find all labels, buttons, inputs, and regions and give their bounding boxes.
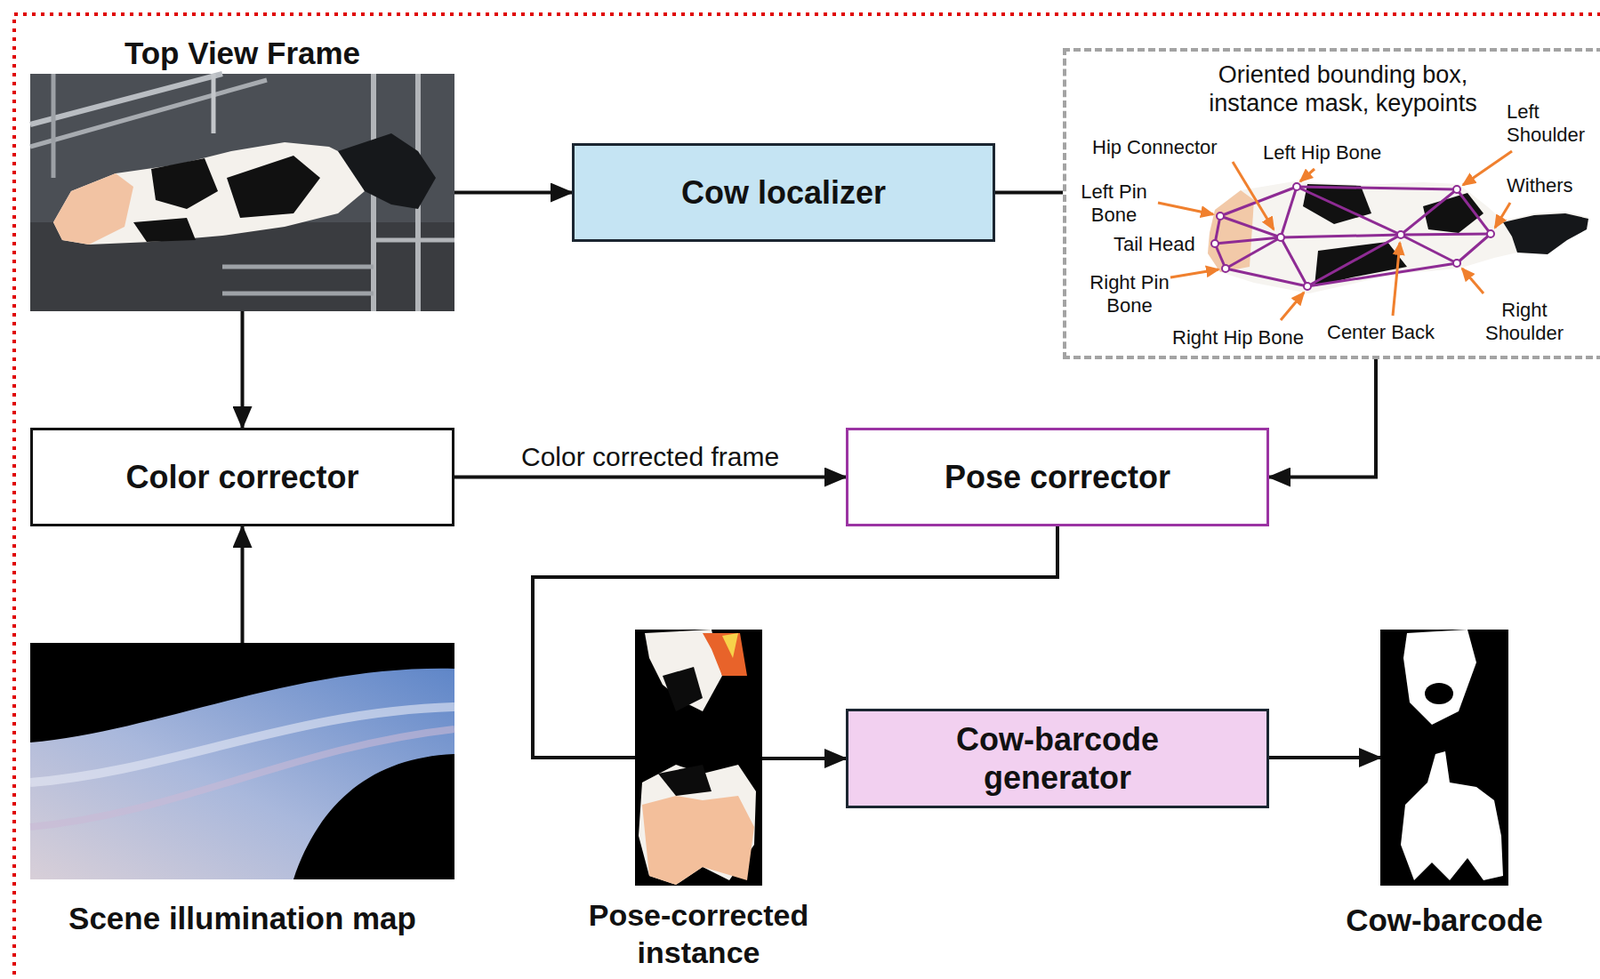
keypoint-label: Left Pin Bone xyxy=(1071,180,1157,227)
process-box: Cow-barcode generator xyxy=(845,708,1270,809)
image-node: Pose-corrected instance xyxy=(635,629,763,886)
connector-arrow xyxy=(1269,755,1381,760)
image-caption: Scene illumination map xyxy=(11,900,475,938)
connector-arrow xyxy=(454,475,846,480)
keypoint-label: Hip Connector xyxy=(1092,136,1244,160)
barcode-image xyxy=(1380,629,1509,886)
connector-arrow xyxy=(995,191,1063,195)
keypoint-label: Left Shoulder xyxy=(1506,100,1596,147)
box-label: Cow localizer xyxy=(681,173,886,212)
process-box: Pose corrector xyxy=(845,427,1270,527)
image-caption: Pose-corrected instance xyxy=(565,896,833,972)
keypoint-label: Left Hip Bone xyxy=(1262,141,1406,165)
edge-label: Color corrected frame xyxy=(521,442,780,473)
image-caption: Cow-barcode xyxy=(1310,901,1578,940)
illumination-map xyxy=(30,643,455,880)
keypoint-label: Right Shoulder xyxy=(1479,298,1569,346)
connector-arrow xyxy=(762,756,846,761)
image-node: Top View Frame xyxy=(30,73,455,312)
pose-corrected-image xyxy=(635,629,763,886)
box-label: Cow-barcode generator xyxy=(915,720,1200,797)
keypoint-label: Withers xyxy=(1506,174,1592,198)
image-node: Cow-barcode xyxy=(1380,629,1509,886)
dotted-frame xyxy=(14,14,1600,979)
top-view-photo xyxy=(30,73,455,312)
box-label: Color corrector xyxy=(125,458,359,497)
connector-arrow xyxy=(241,311,245,428)
process-box: Color corrector xyxy=(30,427,455,527)
panel-title: Oriented bounding box, instance mask, ke… xyxy=(1196,60,1490,118)
keypoint-label: Right Hip Bone xyxy=(1172,326,1315,350)
keypoint-label: Center Back xyxy=(1326,321,1452,345)
image-caption: Top View Frame xyxy=(11,34,475,73)
image-node: Scene illumination map xyxy=(30,643,455,880)
keypoint-label: Right Pin Bone xyxy=(1086,271,1173,318)
connector-arrow xyxy=(241,526,245,644)
process-box: Cow localizer xyxy=(571,143,996,242)
connector-arrow xyxy=(1269,359,1376,478)
connector-arrow xyxy=(454,191,572,195)
keypoint-label: Tail Head xyxy=(1113,233,1199,257)
box-label: Pose corrector xyxy=(944,458,1171,497)
